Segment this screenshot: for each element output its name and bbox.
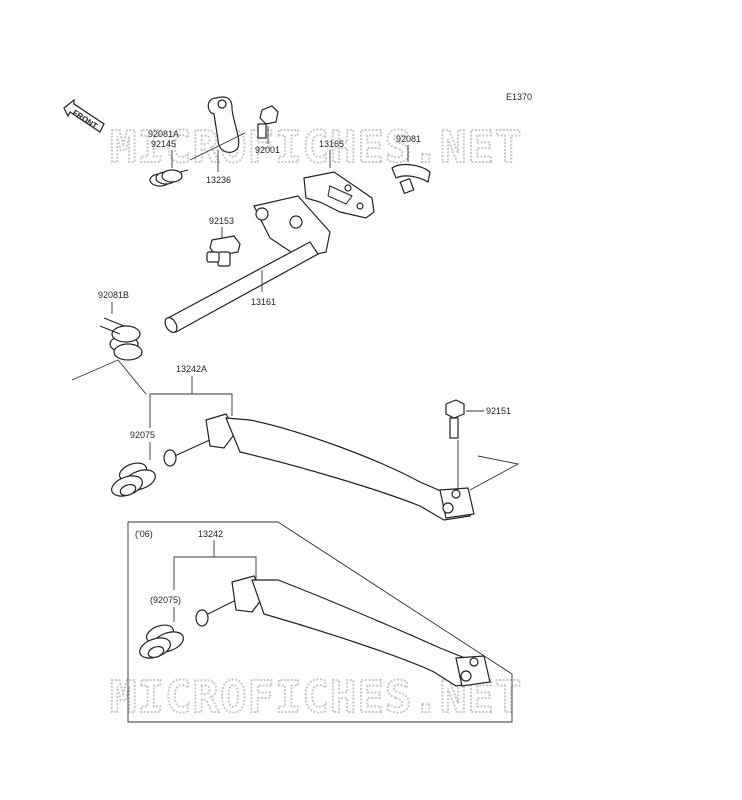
plate-13165-icon [303, 171, 375, 219]
label-92001: 92001 [255, 145, 280, 155]
front-arrow-icon: FRONT [63, 98, 105, 133]
variant-label: ('06) [135, 529, 153, 539]
label-92075: 92075 [130, 430, 155, 440]
clip-92081-icon [391, 163, 431, 195]
shift-pedal-13242A-icon [111, 413, 475, 521]
label-92075-alt: (92075) [150, 595, 181, 605]
watermark-top: MICROFICHES.NET [110, 122, 522, 173]
pin-92153-icon [206, 235, 241, 267]
label-13161: 13161 [251, 297, 276, 307]
shift-pedal-13242-icon [139, 575, 491, 687]
label-13242: 13242 [198, 529, 223, 539]
bolt-92151-icon [445, 399, 465, 439]
shaft-13161-icon [164, 195, 331, 333]
diagram-code: E1370 [506, 92, 532, 102]
label-92081: 92081 [396, 134, 421, 144]
arm-13236-icon [207, 96, 240, 153]
label-92081A: 92081A [148, 129, 179, 139]
variant-06-box [127, 521, 513, 723]
bolt-92001-icon [257, 105, 279, 139]
label-92153: 92153 [209, 216, 234, 226]
spring-92081A-icon [149, 169, 189, 187]
label-13236: 13236 [206, 175, 231, 185]
label-92151: 92151 [486, 406, 511, 416]
label-92081B: 92081B [98, 290, 129, 300]
label-13165: 13165 [319, 139, 344, 149]
label-13242A: 13242A [176, 364, 207, 374]
spring-92081B-icon [99, 317, 143, 361]
label-92145: 92145 [151, 139, 176, 149]
